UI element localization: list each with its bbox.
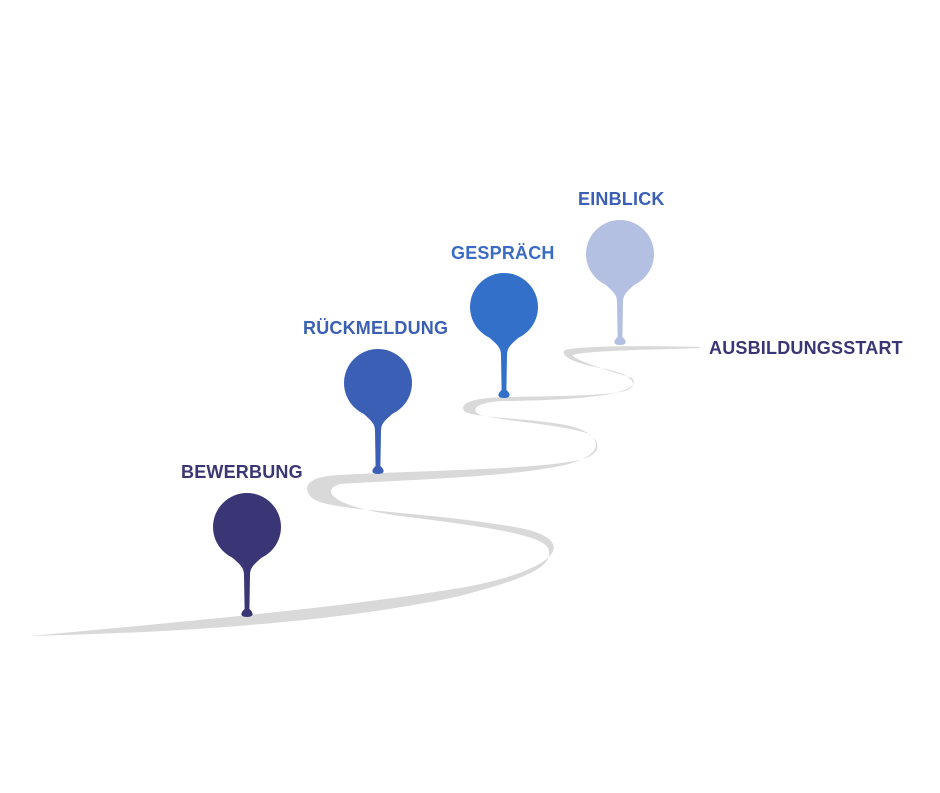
step-label-gespraech: GESPRÄCH — [451, 243, 555, 263]
pin-stem — [221, 547, 273, 617]
pin-bewerbung — [213, 493, 281, 617]
pin-einblick — [586, 220, 654, 345]
step-label-rueckmeldung: RÜCKMELDUNG — [303, 318, 449, 338]
milestone-pins — [213, 220, 654, 617]
pin-rueckmeldung — [344, 349, 412, 474]
step-label-einblick: EINBLICK — [578, 189, 665, 209]
pin-head — [470, 273, 538, 341]
end-label-ausbildungsstart: AUSBILDUNGSSTART — [709, 338, 903, 358]
pin-stem — [594, 274, 646, 345]
pin-head — [344, 349, 412, 417]
pin-head — [213, 493, 281, 561]
pin-head — [586, 220, 654, 288]
step-label-bewerbung: BEWERBUNG — [181, 462, 303, 482]
pin-gespraech — [470, 273, 538, 398]
pin-stem — [352, 403, 404, 474]
pin-stem — [478, 327, 530, 398]
